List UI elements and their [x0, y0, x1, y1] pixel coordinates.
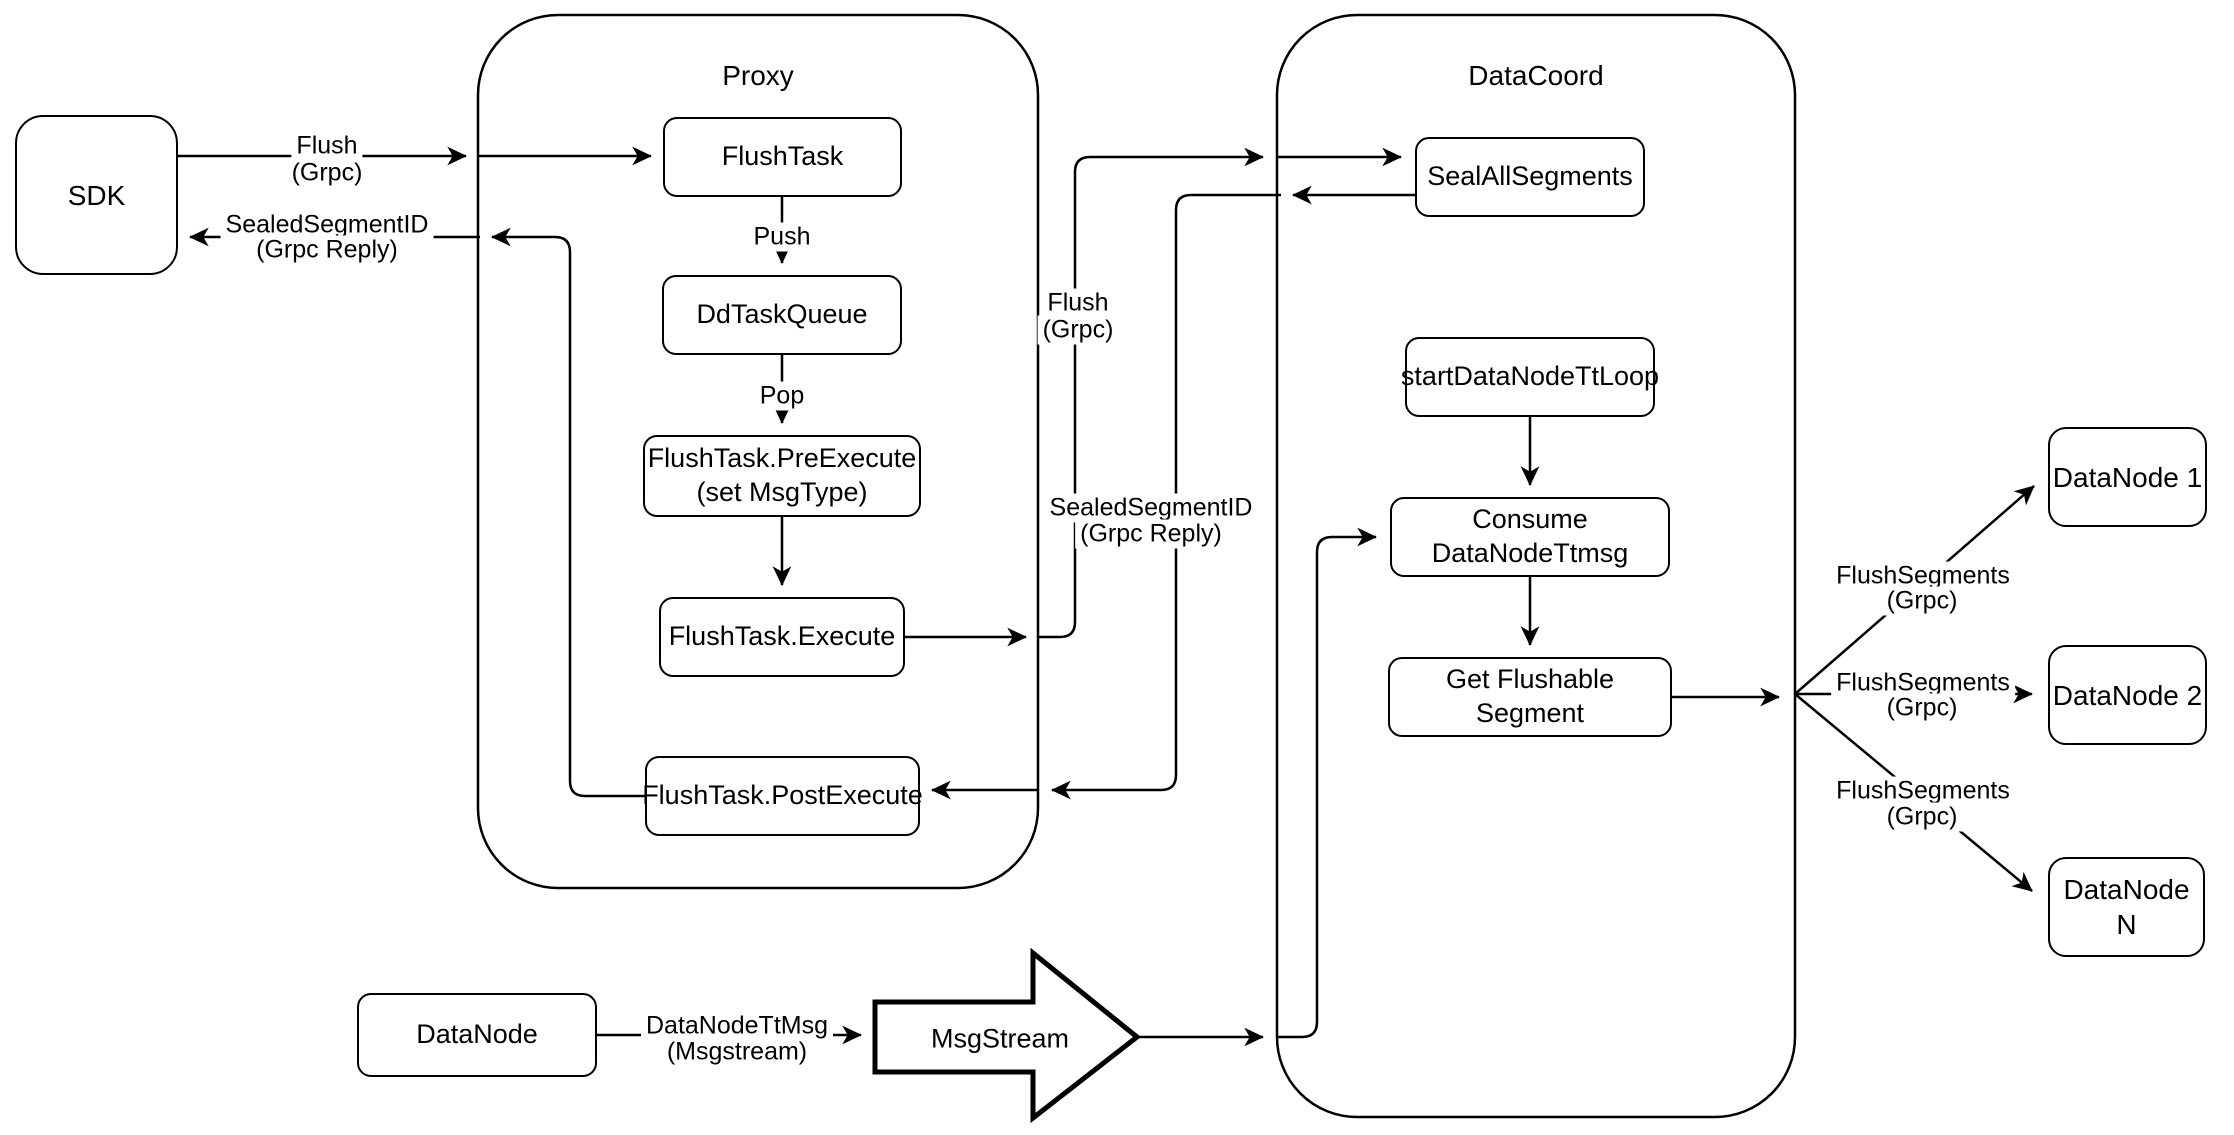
- edge-label-sealed-sdk-line2: (Grpc Reply): [251, 235, 403, 265]
- node-sealallsegments: SealAllSegments: [1415, 137, 1645, 217]
- edge-label-flush-mid-line1: Flush: [1042, 288, 1114, 318]
- node-datanode-2: DataNode 2: [2048, 645, 2207, 745]
- proxy-container-title: Proxy: [722, 60, 794, 91]
- node-flushtask-preexecute: FlushTask.PreExecute (set MsgType): [643, 435, 921, 517]
- edge-label-flushsegments1-line2: (Grpc): [1881, 586, 1963, 616]
- edge-label-sealed-sdk-line1: SealedSegmentID: [220, 210, 434, 240]
- node-consume-datanodettmsg: Consume DataNodeTtmsg: [1390, 497, 1670, 577]
- wire-postexecute-to-proxy-edge: [491, 227, 645, 798]
- wire-sealed-riser-to-proxy-edge: [1051, 193, 1281, 800]
- node-startdatanodettloop: startDataNodeTtLoop: [1401, 337, 1659, 417]
- edge-label-flush-sdk-line2: (Grpc): [286, 158, 368, 188]
- edge-label-datanodettmsg-line1: DataNodeTtMsg: [640, 1011, 834, 1041]
- node-flushtask-execute: FlushTask.Execute: [659, 597, 905, 677]
- msgstream-arrow-shape: [872, 947, 1142, 1124]
- node-flushtask: FlushTask: [663, 117, 902, 197]
- datacoord-container: [1275, 13, 1797, 1119]
- edge-label-flushsegments2-line2: (Grpc): [1881, 693, 1963, 723]
- edge-label-push: Push: [748, 222, 816, 252]
- edge-label-flush-sdk-line1: Flush: [291, 131, 363, 161]
- edge-label-sealed-mid-line1: SealedSegmentID: [1044, 493, 1258, 523]
- node-datanode-1: DataNode 1: [2048, 427, 2207, 527]
- edge-label-flushsegmentsN-line2: (Grpc): [1881, 802, 1963, 832]
- wire-msgstream-to-consume: [1277, 527, 1377, 1039]
- node-datanode-bottom: DataNode: [357, 993, 597, 1077]
- node-get-flushable-segment: Get Flushable Segment: [1388, 657, 1672, 737]
- edge-label-flushsegmentsN-line1: FlushSegments: [1831, 776, 2015, 806]
- datacoord-container-title: DataCoord: [1468, 60, 1604, 91]
- edge-label-flush-mid-line2: (Grpc): [1037, 315, 1119, 345]
- proxy-container: [476, 13, 1040, 890]
- wire-flush-riser-to-datacoord: [1038, 147, 1264, 639]
- node-ddtaskqueue: DdTaskQueue: [662, 275, 902, 355]
- edge-label-sealed-mid-line2: (Grpc Reply): [1075, 519, 1227, 549]
- node-sdk: SDK: [15, 115, 178, 275]
- edge-label-pop: Pop: [754, 381, 810, 411]
- edge-label-flushsegments1-line1: FlushSegments: [1831, 561, 2015, 591]
- msgstream-shape-label: MsgStream: [930, 1023, 1070, 1054]
- node-datanode-n: DataNode N: [2048, 857, 2205, 957]
- node-flushtask-postexecute: FlushTask.PostExecute: [642, 756, 923, 836]
- edge-label-flushsegments2-line1: FlushSegments: [1831, 668, 2015, 698]
- edge-label-datanodettmsg-line2: (Msgstream): [661, 1037, 813, 1067]
